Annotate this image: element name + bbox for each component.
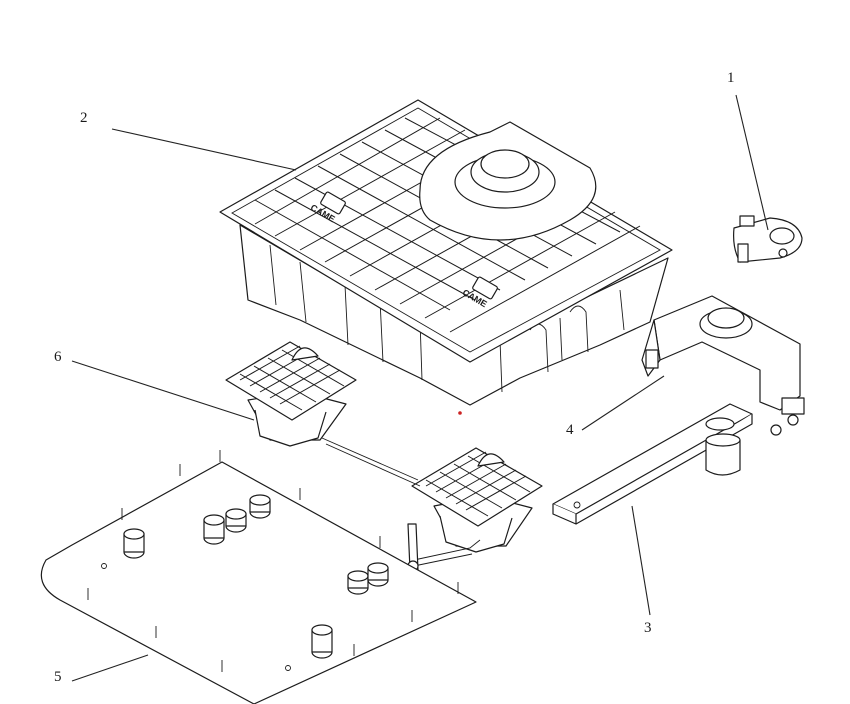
leader-lines <box>71 94 769 682</box>
callout-labels: 1 2 3 4 5 6 <box>54 70 735 685</box>
lever-arm <box>552 403 753 525</box>
callout-4: 4 <box>566 422 574 438</box>
callout-6: 6 <box>54 349 62 365</box>
coupling-clamp <box>733 215 803 263</box>
callout-3: 3 <box>644 620 652 636</box>
leader-4 <box>581 375 665 431</box>
foundation-box: CAME CAME <box>219 99 673 415</box>
center-marker <box>458 411 462 415</box>
leader-2 <box>111 128 297 171</box>
leader-5 <box>71 654 149 682</box>
callout-2: 2 <box>80 110 88 126</box>
callout-1: 1 <box>727 70 735 86</box>
leader-1 <box>735 94 769 231</box>
callout-5: 5 <box>54 669 62 685</box>
release-unit-lower <box>411 447 543 553</box>
release-unit-upper <box>225 341 357 447</box>
base-plate <box>40 450 477 704</box>
leader-3 <box>631 505 651 616</box>
leader-6 <box>71 360 255 421</box>
motor-bracket <box>641 295 805 436</box>
bushings <box>123 494 389 659</box>
